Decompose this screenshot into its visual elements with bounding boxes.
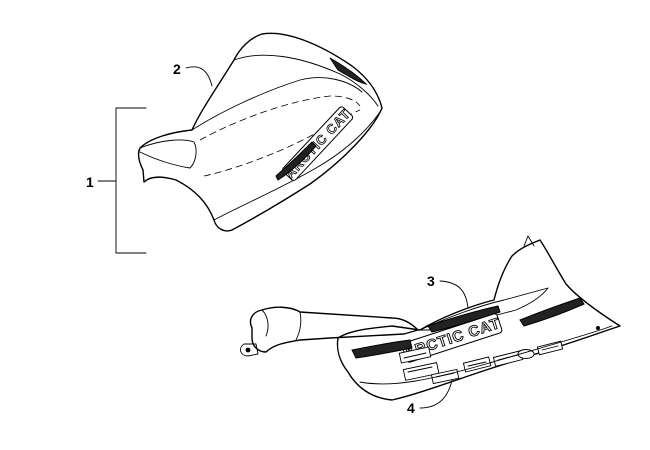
base-rear-peak [523, 235, 535, 247]
base-mount-hole [245, 347, 251, 353]
seat-outline [137, 32, 383, 232]
callout-2-label: 2 [173, 61, 181, 77]
seat-side-stripe [275, 141, 317, 181]
decal-upper-panel [419, 287, 549, 331]
base-rail-end [261, 309, 269, 337]
callout-4-label: 4 [407, 400, 415, 416]
seat-rear-trim [329, 57, 368, 85]
base-tray-body [336, 239, 621, 401]
seat-side-panel-line [213, 111, 381, 221]
callout-3-group: 3 [427, 273, 469, 309]
seat-front-bolster [139, 139, 197, 169]
base-bottom-lip [359, 325, 613, 385]
assembly-bracket [115, 107, 147, 254]
base-side-trim [351, 339, 413, 359]
callout-4-group: 4 [407, 379, 453, 416]
base-rear-fastener [596, 326, 600, 330]
decal-upper-stripe [427, 305, 501, 333]
warning-label-1 [398, 346, 432, 364]
callout-3-leader [439, 280, 469, 309]
base-rear-trim [519, 297, 585, 327]
base-mount-tab [240, 343, 259, 357]
seat-top-edge [191, 77, 363, 131]
callout-2-group: 2 [173, 61, 213, 87]
seat-logo-text: ARCTIC CAT [282, 106, 353, 181]
base-oval-badge [517, 349, 535, 359]
callout-4-leader [419, 379, 453, 409]
seat-stitch-line-upper [199, 95, 361, 141]
seat-logo-decal: ARCTIC CAT [282, 106, 354, 182]
callout-3-label: 3 [427, 273, 435, 289]
callout-1-label: 1 [86, 174, 94, 190]
callout-1-group: 1 [86, 107, 147, 254]
base-rail-joint [295, 311, 302, 341]
callout-2-leader [185, 66, 213, 87]
seat-base-drawing: ARCTIC CAT [240, 235, 621, 401]
seat-rear-ridge [233, 54, 379, 107]
